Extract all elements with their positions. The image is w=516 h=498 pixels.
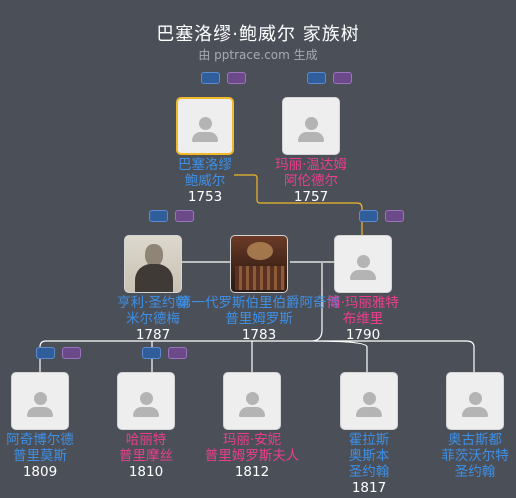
person-name: 圣约翰 xyxy=(348,464,390,480)
person-name: 阿奇博尔德 xyxy=(6,432,74,448)
person-name: 阿伦德尔 xyxy=(283,173,338,189)
person-photo[interactable] xyxy=(334,235,392,293)
connector-couple-gen1 xyxy=(234,174,363,235)
person-year: 1817 xyxy=(351,480,387,496)
person-augustus-st-john[interactable]: 奥古斯都 菲茨沃尔特 圣约翰 xyxy=(441,372,509,480)
person-year: 1809 xyxy=(22,464,58,480)
person-name: 玛丽·温达姆 xyxy=(275,157,347,173)
person-label: 奥古斯都 菲茨沃尔特 圣约翰 xyxy=(441,432,509,480)
page-title: 巴塞洛缪·鲍威尔 家族树 xyxy=(156,24,360,45)
person-label: 玛丽·温达姆 阿伦德尔 1757 xyxy=(275,157,347,205)
avatar-placeholder-icon xyxy=(356,255,370,268)
male-parents-icon[interactable] xyxy=(149,210,168,222)
person-archibald-primrose[interactable]: 阿奇博尔德 普里莫斯 1809 xyxy=(6,347,81,480)
person-label: 玛丽·安妮 普里姆罗斯夫人 1812 xyxy=(205,432,300,480)
person-henry-mildmay[interactable]: 亨利·圣约翰 米尔德梅 1787 xyxy=(117,210,194,343)
person-photo[interactable] xyxy=(117,372,175,430)
person-year: 1787 xyxy=(135,327,171,343)
female-parents-icon[interactable] xyxy=(168,347,187,359)
person-name: 霍拉斯 xyxy=(348,432,390,448)
male-parents-icon[interactable] xyxy=(307,72,326,84)
person-name: 布维里 xyxy=(342,311,384,327)
person-archibald-primrose-earl[interactable]: 第一代罗斯伯里伯爵阿奇博 普里姆罗斯 1783 xyxy=(178,235,340,343)
person-year: 1810 xyxy=(128,464,164,480)
person-label: 哈丽特 普里摩丝 1810 xyxy=(119,432,173,480)
male-parents-icon[interactable] xyxy=(142,347,161,359)
person-year: 1753 xyxy=(187,189,223,205)
person-bartholomew-powell[interactable]: 巴塞洛缪 鲍威尔 1753 xyxy=(176,72,246,205)
person-name: 奥斯本 xyxy=(348,448,390,464)
person-horace-st-john[interactable]: 霍拉斯 奥斯本 圣约翰 1817 xyxy=(340,372,398,496)
person-photo[interactable] xyxy=(446,372,504,430)
female-parents-icon[interactable] xyxy=(227,72,246,84)
person-name: 简·玛丽雅特 xyxy=(327,295,399,311)
person-year: 1790 xyxy=(345,327,381,343)
parliament-painting-photo[interactable] xyxy=(230,235,288,293)
person-photo[interactable] xyxy=(176,97,234,155)
person-year: 1812 xyxy=(234,464,270,480)
person-name: 第一代罗斯伯里伯爵阿奇博 xyxy=(178,295,340,311)
person-name: 米尔德梅 xyxy=(125,311,180,327)
person-label: 简·玛丽雅特 布维里 1790 xyxy=(327,295,399,343)
person-mary-anne-primrose[interactable]: 玛丽·安妮 普里姆罗斯夫人 1812 xyxy=(205,372,299,480)
person-photo[interactable] xyxy=(223,372,281,430)
person-mary-arundell[interactable]: 玛丽·温达姆 阿伦德尔 1757 xyxy=(275,72,352,205)
person-name: 奥古斯都 xyxy=(448,432,502,448)
female-parents-icon[interactable] xyxy=(175,210,194,222)
person-photo[interactable] xyxy=(11,372,69,430)
person-label: 亨利·圣约翰 米尔德梅 1787 xyxy=(117,295,189,343)
person-name: 普里摩丝 xyxy=(119,448,173,464)
avatar-placeholder-icon xyxy=(362,392,376,405)
person-label: 巴塞洛缪 鲍威尔 1753 xyxy=(178,157,232,205)
male-parents-icon[interactable] xyxy=(359,210,378,222)
person-year: 1783 xyxy=(241,327,277,343)
person-name: 哈丽特 xyxy=(125,432,167,448)
avatar-placeholder-icon xyxy=(198,117,212,130)
person-name: 玛丽·安妮 xyxy=(222,432,282,448)
avatar-placeholder-icon xyxy=(304,117,318,130)
male-parents-icon[interactable] xyxy=(201,72,220,84)
person-jane-bouverie[interactable]: 简·玛丽雅特 布维里 1790 xyxy=(327,210,404,343)
person-label: 霍拉斯 奥斯本 圣约翰 1817 xyxy=(349,432,390,496)
male-parents-icon[interactable] xyxy=(36,347,55,359)
female-parents-icon[interactable] xyxy=(385,210,404,222)
person-year: 1757 xyxy=(293,189,329,205)
female-parents-icon[interactable] xyxy=(333,72,352,84)
portrait-engraving-photo[interactable] xyxy=(124,235,182,293)
person-name: 鲍威尔 xyxy=(184,173,226,189)
person-label: 第一代罗斯伯里伯爵阿奇博 普里姆罗斯 1783 xyxy=(178,295,340,343)
person-name: 巴塞洛缪 xyxy=(178,157,232,173)
person-name: 亨利·圣约翰 xyxy=(117,295,189,311)
person-photo[interactable] xyxy=(282,97,340,155)
avatar-placeholder-icon xyxy=(139,392,153,405)
person-name: 普里姆罗斯夫人 xyxy=(204,448,300,464)
person-name: 普里姆罗斯 xyxy=(225,311,293,327)
avatar-placeholder-icon xyxy=(33,392,47,405)
person-harriet-primrose[interactable]: 哈丽特 普里摩丝 1810 xyxy=(117,347,187,480)
person-name: 普里莫斯 xyxy=(13,448,67,464)
avatar-placeholder-icon xyxy=(245,392,259,405)
person-name: 圣约翰 xyxy=(454,464,496,480)
avatar-placeholder-icon xyxy=(468,392,482,405)
person-label: 阿奇博尔德 普里莫斯 1809 xyxy=(6,432,74,480)
person-photo[interactable] xyxy=(340,372,398,430)
page-subtitle: 由 pptrace.com 生成 xyxy=(198,48,318,62)
female-parents-icon[interactable] xyxy=(62,347,81,359)
person-name: 菲茨沃尔特 xyxy=(441,448,509,464)
